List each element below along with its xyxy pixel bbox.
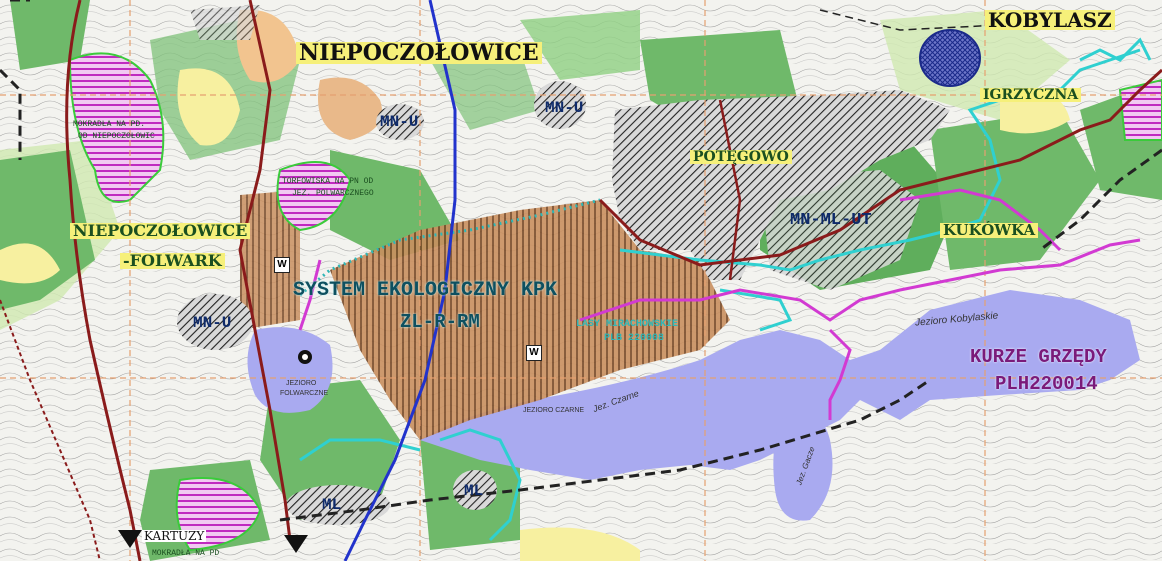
place-name-potegowo: POTĘGOWO (690, 150, 792, 164)
yellow-area (177, 68, 240, 146)
development-zone-mn-u-north (534, 81, 586, 129)
forest-area (430, 50, 540, 130)
cyan-boundary (1079, 37, 1152, 62)
yellow-area (520, 527, 640, 561)
development-zone (190, 5, 260, 40)
place-name-niepoczolowice: NIEPOCZOŁOWICE (296, 42, 542, 64)
road-central (238, 0, 292, 541)
magenta-boundary (899, 188, 1062, 252)
magenta-boundary (298, 238, 1141, 420)
label-mokradla-1: MOKRADŁA NA PD. (73, 120, 146, 129)
development-zone-mn-u-west (177, 294, 253, 350)
forest-area (260, 380, 400, 520)
development-zone-ml-center (453, 470, 497, 510)
label-torfowiska-1: TORFOWISKA NA PN OD (282, 177, 374, 186)
label-kurze-grzedy: KURZE GRZĘDY (970, 346, 1107, 368)
label-plb-220008: PLB 220008 (604, 333, 665, 344)
place-name-igrzyczna: IGRZYCZNA (980, 88, 1082, 102)
arrow-down-icon (284, 535, 308, 553)
lake-folwarczne (247, 327, 333, 413)
label-torfowiska-2: JEZ. POLWARCZNEGO (292, 189, 374, 198)
orange-area (318, 77, 382, 140)
water-intake-zone (919, 29, 981, 87)
zone-label-mn-u-west: MN-U (193, 314, 232, 332)
label-folwarczne: FOLWARCZNE (280, 390, 329, 397)
zone-label-ml-south: ML (322, 496, 342, 514)
road-east (598, 68, 1162, 267)
lake-czarne-kobylaskie (420, 290, 1140, 480)
monument-icon (298, 350, 312, 364)
label-jezioro-czarne: JEZIORO CZARNE (523, 407, 585, 414)
zone-label-mn-u-mid: MN-U (380, 113, 419, 131)
ecological-system-area (240, 190, 300, 330)
forest-area (520, 10, 640, 80)
marker-w: W (274, 257, 290, 273)
wetland-area (276, 161, 352, 232)
label-ecological-system: SYSTEM EKOLOGICZNY KPK (293, 279, 558, 302)
arrow-down-icon (118, 530, 142, 548)
place-name-folwark: -FOLWARK (120, 253, 225, 269)
eco-system-boundary (299, 198, 601, 297)
zone-label-mn-u-north: MN-U (545, 99, 584, 117)
label-zl-r-rm: ZL-R-RM (400, 311, 480, 333)
development-zone-mn-u-mid (376, 104, 424, 140)
yellow-area (0, 243, 60, 284)
road-west (65, 0, 142, 561)
place-name-kartuzy: KARTUZY (142, 529, 207, 543)
zone-label-ml-center: ML (464, 482, 484, 500)
label-mokradla-2: OD NIEPOCZOŁOWIC (78, 132, 155, 141)
ecological-system-area (330, 200, 730, 440)
road-local (718, 99, 742, 281)
place-name-kobylasz: KOBYLASZ (985, 10, 1115, 30)
label-plh220014: PLH220014 (995, 373, 1098, 395)
marker-w: W (526, 345, 542, 361)
place-name-kukowka: KUKÓWKA (940, 223, 1039, 238)
zone-label-mn-ml-ut: MN-ML-UT (790, 211, 872, 230)
label-jezioro: JEZIORO (286, 380, 317, 387)
place-name-niepoczolowice-folwark: NIEPOCZOŁOWICE (70, 223, 251, 239)
road-blue (343, 0, 457, 561)
wetland-area (68, 52, 165, 203)
cyan-boundary (299, 48, 1141, 542)
label-lasy-mirachowskie: LASY MIRACHOWSKIE (576, 319, 679, 330)
label-mokradla-bottom: MOKRADŁA NA PD (152, 549, 220, 558)
railway (0, 299, 101, 561)
